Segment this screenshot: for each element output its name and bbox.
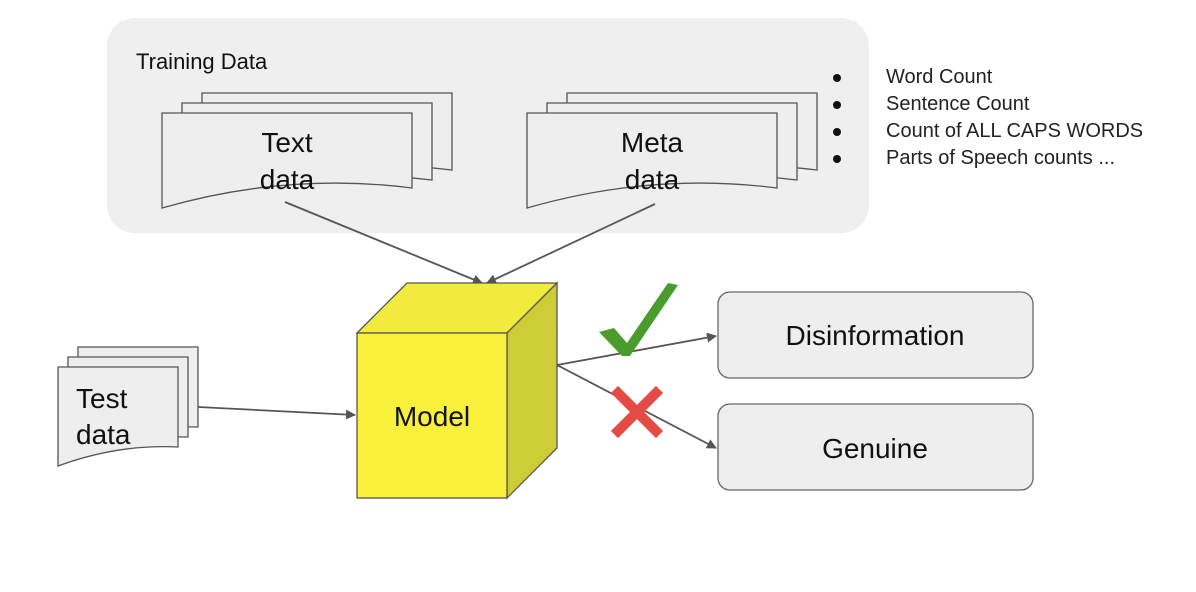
test-to-model-arrow	[197, 406, 356, 420]
list-item: Sentence Count	[830, 91, 1143, 118]
training-data-title: Training Data	[136, 49, 268, 74]
cross-mark-icon	[610, 385, 664, 439]
genuine-output-box: Genuine	[717, 403, 1034, 491]
meta-to-model-arrow	[486, 203, 656, 284]
disinformation-label: Disinformation	[786, 320, 965, 351]
model-cube: Model	[355, 281, 559, 500]
meta-feature-list: Word Count Sentence Count Count of ALL C…	[830, 64, 1143, 172]
test-data-label-line2: data	[76, 419, 131, 450]
bullet-icon	[833, 74, 841, 82]
text-data-document-stack: Text data	[161, 92, 453, 209]
bullet-icon	[833, 155, 841, 163]
list-item: Parts of Speech counts ...	[830, 145, 1143, 172]
text-to-model-arrow	[284, 201, 483, 285]
check-mark-icon	[599, 283, 678, 356]
model-label: Model	[394, 401, 470, 432]
bullet-icon	[833, 101, 841, 109]
meta-data-label-line1: Meta	[621, 127, 684, 158]
genuine-label: Genuine	[822, 433, 928, 464]
text-data-label-line2: data	[260, 164, 315, 195]
meta-data-document-stack: Meta data	[526, 92, 818, 209]
list-item: Count of ALL CAPS WORDS	[830, 118, 1143, 145]
bullet-icon	[833, 128, 841, 136]
test-data-label-line1: Test	[76, 383, 128, 414]
list-item: Word Count	[830, 64, 1143, 91]
model-to-disinformation-arrow	[556, 332, 717, 366]
disinformation-output-box: Disinformation	[717, 291, 1034, 379]
text-data-label-line1: Text	[261, 127, 313, 158]
test-data-document-stack: Test data	[57, 346, 199, 467]
meta-data-label-line2: data	[625, 164, 680, 195]
